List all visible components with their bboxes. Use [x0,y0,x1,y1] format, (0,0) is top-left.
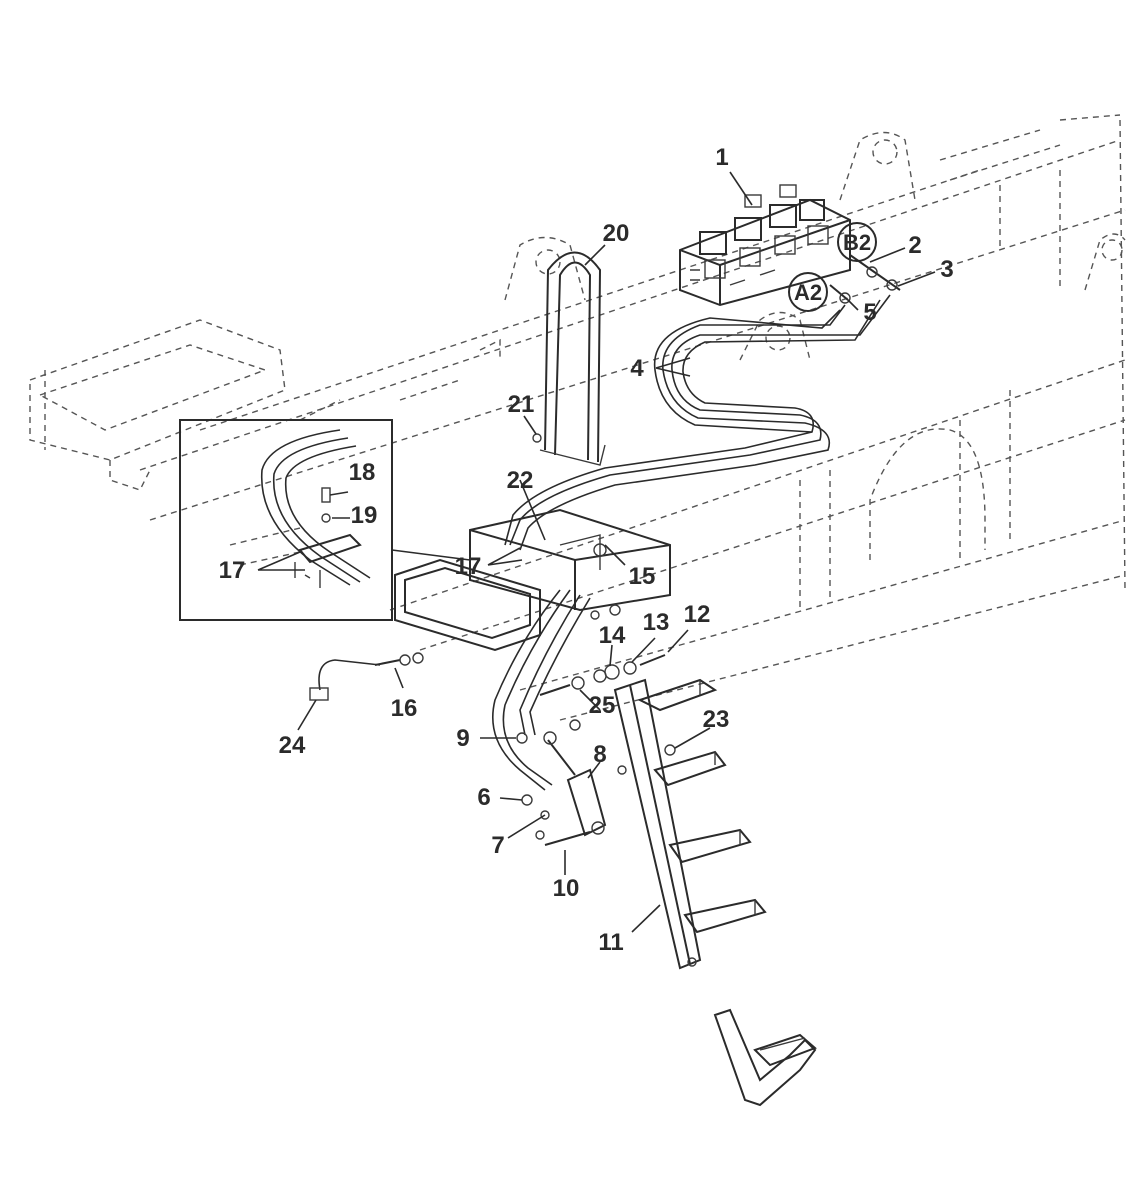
detached-step [713,1008,817,1107]
port-b2-label: B2 [843,230,871,255]
callout-15: 15 [629,563,656,590]
callout-19: 19 [351,502,378,529]
callout-2: 2 [908,232,921,259]
callout-3: 3 [940,256,953,283]
control-valve-bank [679,184,851,307]
callout-8: 8 [593,741,606,768]
callout-18: 18 [349,459,376,486]
callout-22: 22 [507,467,534,494]
callout-24: 24 [279,732,306,759]
callout-17-inset: 17 [219,557,246,584]
detail-inset [179,419,471,621]
port-b2-marker: B2 [837,222,877,262]
callout-21: 21 [508,391,535,418]
callout-9: 9 [456,725,469,752]
port-a2-marker: A2 [788,272,828,312]
callout-14: 14 [599,622,626,649]
callout-20: 20 [603,220,630,247]
callout-10: 10 [553,875,580,902]
callout-5: 5 [863,299,876,326]
leader-lines [257,171,936,933]
step-box [394,508,671,652]
callout-12: 12 [684,601,711,628]
callout-23: 23 [703,706,730,733]
callout-25: 25 [589,692,616,719]
hydraulic-cylinder [543,719,607,837]
callout-16: 16 [391,695,418,722]
callout-7: 7 [491,832,504,859]
vehicle-frame [29,114,1126,721]
hardware-parts [309,433,676,846]
callout-6: 6 [477,784,490,811]
callout-17-main: 17 [455,553,482,580]
callout-13: 13 [643,609,670,636]
callout-labels: 1 2 3 4 5 6 7 8 9 10 11 12 13 14 15 16 1… [219,144,954,956]
port-a2-label: A2 [794,280,822,305]
ladder [613,678,767,970]
callout-1: 1 [715,144,728,171]
callout-4: 4 [630,355,644,382]
grab-handle [539,251,606,466]
hydraulic-hoses [492,294,891,791]
callout-11: 11 [598,929,623,956]
